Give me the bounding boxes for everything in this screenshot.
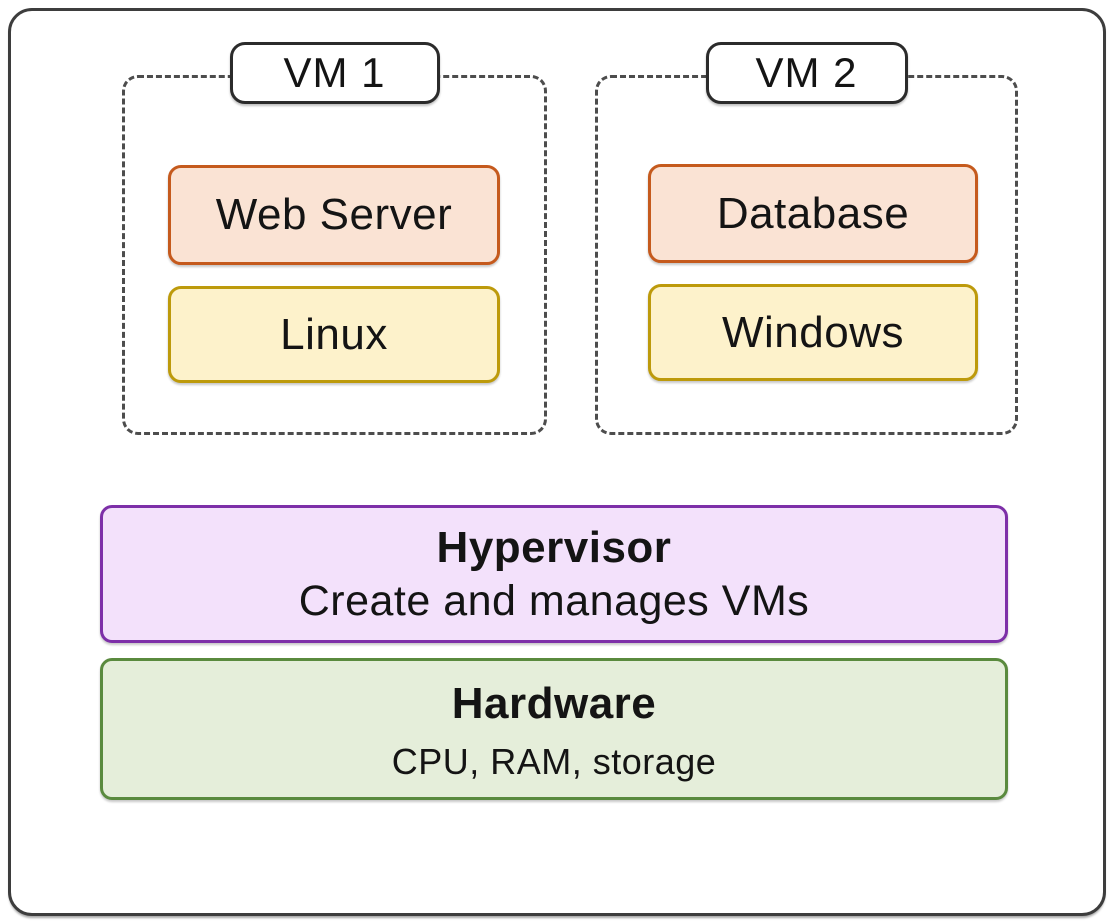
windows-os-box: Windows (648, 284, 978, 381)
hypervisor-layer: Hypervisor Create and manages VMs (100, 505, 1008, 643)
hardware-title: Hardware (451, 678, 657, 728)
vm2-group: VM 2 Database Windows (595, 42, 1018, 435)
hardware-layer: Hardware CPU, RAM, storage (100, 658, 1008, 800)
database-box: Database (648, 164, 978, 263)
hypervisor-title: Hypervisor (436, 522, 672, 572)
hypervisor-subtitle: Create and manages VMs (298, 576, 810, 625)
web-server-box: Web Server (168, 165, 500, 265)
linux-os-box: Linux (168, 286, 500, 383)
vm2-label: VM 2 (705, 42, 908, 104)
hardware-subtitle: CPU, RAM, storage (391, 740, 717, 782)
vm1-group: VM 1 Web Server Linux (122, 42, 547, 435)
vm1-label: VM 1 (229, 42, 440, 104)
